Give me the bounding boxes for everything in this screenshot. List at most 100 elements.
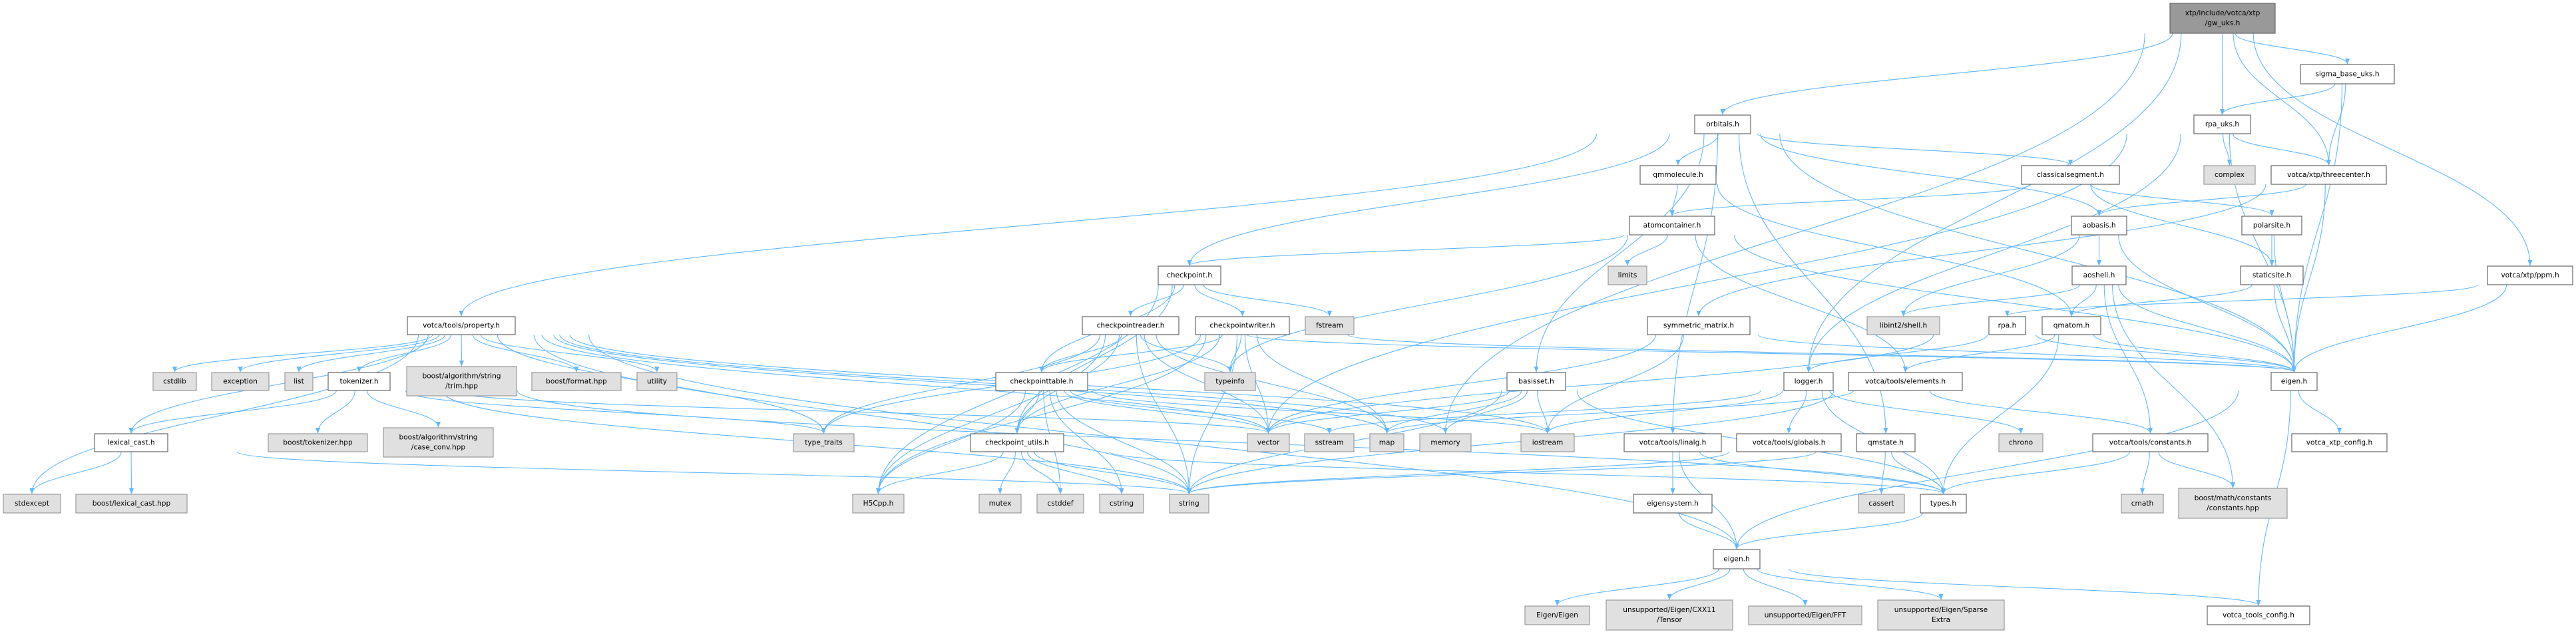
- node-rpa[interactable]: rpa.h: [1988, 316, 2026, 335]
- node-elements[interactable]: votca/tools/elements.h: [1848, 372, 1963, 391]
- node-box: [1524, 605, 1590, 625]
- node-label: votca/xtp/threecenter.h: [2287, 171, 2370, 179]
- node-label: votca/tools/property.h: [423, 322, 500, 330]
- node-label: boost/format.hpp: [546, 378, 607, 386]
- node-libint2: libint2/shell.h: [1866, 316, 1940, 335]
- node-qmstate[interactable]: qmstate.h: [1856, 433, 1916, 452]
- node-box: [407, 316, 516, 335]
- edge-qmstate-to-cassert: [1878, 451, 1886, 494]
- node-cstring: cstring: [1099, 494, 1144, 514]
- node-sigma-base-uks[interactable]: sigma_base_uks.h: [2300, 64, 2395, 84]
- node-box: [1204, 372, 1256, 391]
- edge-ppm-to-eigen_xtp: [2291, 284, 2507, 373]
- node-constants[interactable]: votca/tools/constants.h: [2092, 433, 2209, 452]
- node-label: aoshell.h: [2083, 271, 2115, 279]
- node-label: cstring: [1110, 500, 1134, 508]
- node-box: [2270, 372, 2318, 391]
- edge-constants-to-boost_math: [2158, 451, 2236, 488]
- node-label: unsupported/Eigen/CXX11: [1623, 606, 1715, 614]
- edge-checkpointtable-to-string: [1056, 390, 1192, 494]
- node-staticsite[interactable]: staticsite.h: [2240, 265, 2304, 285]
- node-linalg[interactable]: votca/tools/linalg.h: [1623, 433, 1722, 452]
- node-box: [1247, 433, 1290, 452]
- node-tools-config[interactable]: votca_tools_config.h: [2207, 605, 2310, 625]
- node-typeinfo: typeinfo: [1204, 372, 1256, 391]
- edge-logger-to-globals: [1786, 390, 1807, 434]
- node-aobasis[interactable]: aobasis.h: [2071, 216, 2127, 236]
- edge-checkpoint_utils-to-cstddef: [1020, 451, 1063, 494]
- edge-aoshell-to-qmatom: [2069, 284, 2097, 317]
- node-label: votca_xtp_config.h: [2306, 439, 2372, 447]
- node-box: [1195, 316, 1290, 335]
- node-xtp-config[interactable]: votca_xtp_config.h: [2291, 433, 2388, 452]
- node-label: cstddef: [1047, 500, 1073, 508]
- edge-rpa-to-logger: [1806, 334, 1988, 373]
- edge-basisset-to-memory: [1442, 390, 1528, 434]
- node-box: [2169, 3, 2276, 34]
- node-box: [1520, 433, 1575, 452]
- node-label: symmetric_matrix.h: [1663, 322, 1734, 330]
- edge-symmetric_matrix-to-vector: [1265, 334, 1656, 434]
- node-orbitals[interactable]: orbitals.h: [1694, 114, 1751, 134]
- edge-gw_uks-to-orbitals: [1720, 33, 2173, 115]
- node-case-conv: boost/algorithm/string/case_conv.hpp: [383, 427, 494, 458]
- edge-gw_uks-to-logger: [1806, 33, 2182, 373]
- node-type-traits: type_traits: [793, 433, 855, 452]
- node-label: unsupported/Eigen/Sparse: [1894, 606, 1988, 614]
- node-qmatom[interactable]: qmatom.h: [2041, 316, 2101, 335]
- edge-logger-to-iostream: [1545, 390, 1783, 434]
- node-basisset[interactable]: basisset.h: [1506, 372, 1566, 391]
- node-checkpointreader[interactable]: checkpointreader.h: [1082, 316, 1180, 335]
- node-checkpointtable[interactable]: checkpointtable.h: [995, 372, 1088, 391]
- node-checkpoint[interactable]: checkpoint.h: [1158, 265, 1221, 285]
- node-label: votca/xtp/ppm.h: [2501, 271, 2559, 279]
- node-label: types.h: [1930, 500, 1956, 508]
- node-box: [1629, 216, 1715, 236]
- node-box: [1639, 165, 1717, 185]
- node-logger[interactable]: logger.h: [1783, 372, 1834, 391]
- edge-elements-to-string: [1187, 390, 1834, 494]
- node-label: map: [1379, 439, 1395, 447]
- node-layer: xtp/include/votca/xtp/gw_uks.h sigma_base…: [3, 3, 2573, 631]
- node-label: chrono: [2009, 439, 2033, 447]
- node-label: logger.h: [1795, 378, 1823, 386]
- node-label: votca_tools_config.h: [2223, 611, 2294, 619]
- node-symmetric-matrix[interactable]: symmetric_matrix.h: [1647, 316, 1751, 335]
- node-box: [1506, 372, 1566, 391]
- node-checkpointwriter[interactable]: checkpointwriter.h: [1195, 316, 1290, 335]
- node-qmmolecule[interactable]: qmmolecule.h: [1639, 165, 1717, 185]
- node-aoshell[interactable]: aoshell.h: [2071, 265, 2127, 285]
- node-label: eigen.h: [2281, 378, 2308, 386]
- node-label: votca/tools/constants.h: [2109, 439, 2192, 447]
- edge-rpa_uks-to-complex: [2223, 133, 2233, 166]
- node-list: list: [284, 372, 314, 391]
- node-label: H5Cpp.h: [863, 500, 894, 508]
- node-types[interactable]: types.h: [1920, 494, 1967, 514]
- edge-atomcontainer-to-typeinfo: [1227, 234, 1629, 373]
- node-label: votca/tools/elements.h: [1865, 378, 1946, 386]
- node-checkpoint-utils[interactable]: checkpoint_utils.h: [970, 433, 1064, 452]
- node-property[interactable]: votca/tools/property.h: [407, 316, 516, 335]
- edge-classicalsegment-to-staticsite: [2090, 184, 2274, 266]
- node-label: checkpointtable.h: [1010, 378, 1074, 386]
- node-threecenter[interactable]: votca/xtp/threecenter.h: [2270, 165, 2387, 185]
- node-lexical-cast[interactable]: lexical_cast.h: [94, 433, 168, 452]
- edge-gw_uks-to-ppm: [2253, 33, 2533, 266]
- node-gw-uks[interactable]: xtp/include/votca/xtp/gw_uks.h: [2169, 3, 2276, 34]
- edge-qmatom-to-eigen_xtp: [2093, 334, 2297, 373]
- node-atomcontainer[interactable]: atomcontainer.h: [1629, 216, 1715, 236]
- node-rpa-uks[interactable]: rpa_uks.h: [2193, 114, 2251, 134]
- node-label: qmstate.h: [1868, 439, 1904, 447]
- node-tokenizer[interactable]: tokenizer.h: [327, 372, 391, 391]
- node-ppm[interactable]: votca/xtp/ppm.h: [2487, 265, 2573, 285]
- node-globals[interactable]: votca/tools/globals.h: [1736, 433, 1842, 452]
- node-sstream: sstream: [1304, 433, 1355, 452]
- node-eigen-xtp[interactable]: eigen.h: [2270, 372, 2318, 391]
- node-polarsite[interactable]: polarsite.h: [2241, 216, 2302, 236]
- edge-symmetric_matrix-to-eigen_xtp: [1757, 334, 2296, 373]
- node-classicalsegment[interactable]: classicalsegment.h: [2021, 165, 2120, 185]
- node-label: cmath: [2131, 500, 2154, 508]
- node-eigen-tools[interactable]: eigen.h: [1713, 549, 1761, 569]
- node-eigensystem[interactable]: eigensystem.h: [1633, 494, 1713, 514]
- node-label: qmatom.h: [2053, 322, 2090, 330]
